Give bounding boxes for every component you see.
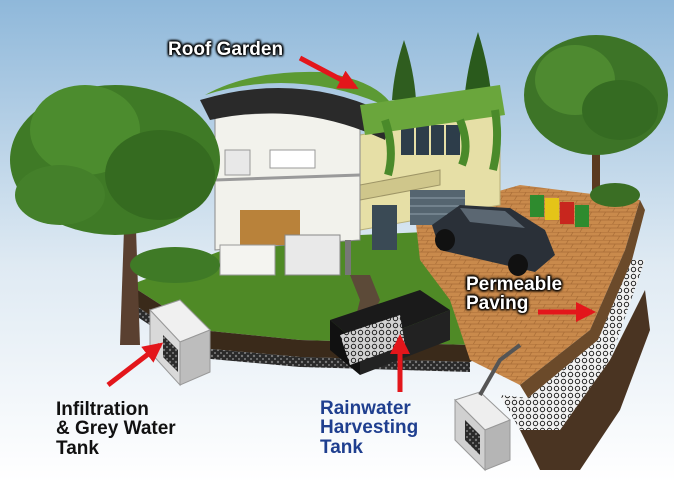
rainwater-tank-label-line-3: Tank <box>320 436 363 458</box>
tree-left <box>10 85 220 345</box>
paving-drain-box <box>454 391 511 472</box>
permeable-paving-label-line-2: Paving <box>466 293 529 315</box>
paving-soil-layer <box>520 290 650 470</box>
soil-edge <box>130 285 560 362</box>
car-icon <box>432 205 555 276</box>
shrub-right <box>590 183 640 207</box>
recycling-bins <box>530 195 589 227</box>
infiltration-tank-label-line-2: & Grey Water <box>56 418 176 440</box>
tank-mesh <box>340 315 405 365</box>
cypress-tree-right <box>464 32 492 105</box>
red-bin-icon <box>560 202 574 224</box>
rainwater-tank-label-line-2: Harvesting <box>320 417 419 439</box>
paving-mesh-layer <box>500 260 645 430</box>
green-bin-icon <box>530 195 544 217</box>
infiltration-grey-water-tank <box>149 299 211 387</box>
drain-pipe <box>478 343 522 396</box>
permeable-paving-label-line-1: Permeable <box>466 274 563 295</box>
rainwater-tank-label: Rainwater Harvesting Tank <box>320 398 419 458</box>
roof-garden-label: Roof Garden <box>168 39 284 60</box>
hedge-left <box>130 247 220 283</box>
infiltration-tank-label-line-3: Tank <box>56 437 99 459</box>
paving-edge <box>520 200 645 398</box>
infiltration-tank-label-line-1: Infiltration <box>56 399 149 420</box>
cypress-tree-left <box>392 40 416 100</box>
tree-right <box>524 35 668 210</box>
yellow-bin-icon <box>545 198 559 220</box>
infiltration-tank-arrow <box>106 342 164 387</box>
gravel-layer <box>130 302 470 372</box>
house <box>200 71 505 276</box>
infiltration-tank-label: Infiltration & Grey Water Tank <box>56 399 176 459</box>
permeable-paving-label: Permeable Paving <box>466 275 562 314</box>
roof-garden-arrow <box>298 55 359 90</box>
rainwater-tank-label-line-1: Rainwater <box>320 398 411 419</box>
roof <box>200 88 390 140</box>
roof-garden-label-text: Roof Garden <box>168 39 284 60</box>
